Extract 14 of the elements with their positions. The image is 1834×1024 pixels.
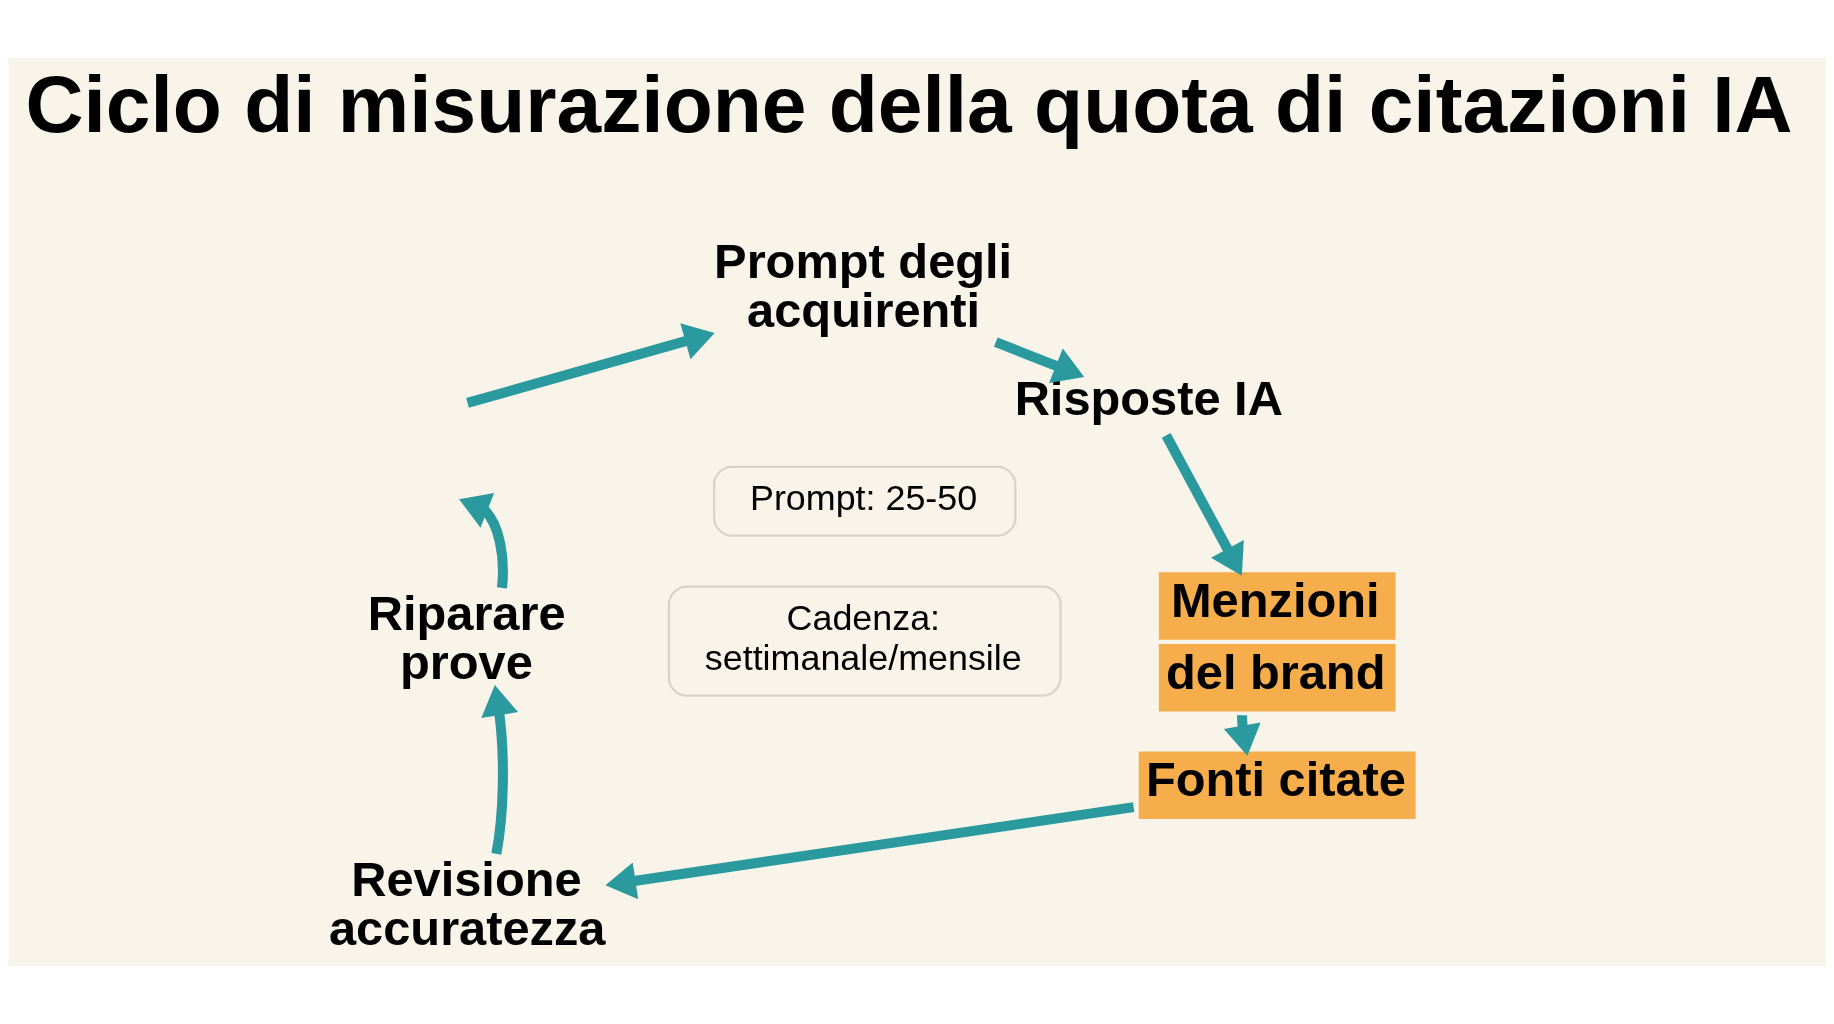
node-box: Prompt: 25-50 (713, 465, 1017, 537)
node-text: Prompt degli acquirenti (714, 233, 1013, 337)
node-box: Cadenza: settimanale/mensile (667, 585, 1062, 697)
arrow (993, 337, 1085, 384)
node-text: Riparare prove (367, 585, 566, 689)
node-text: Risposte IA (1014, 371, 1283, 426)
arrow (605, 802, 1135, 900)
diagram-title: Ciclo di misurazione della quota di citazioni IA (25, 59, 1793, 150)
node-box: Fonti citate (1138, 751, 1416, 819)
node-text: Revisione accuratezza (328, 852, 606, 955)
arrow (466, 323, 715, 408)
arrow (1161, 433, 1244, 576)
arrow (459, 493, 508, 589)
arrow (481, 685, 519, 855)
